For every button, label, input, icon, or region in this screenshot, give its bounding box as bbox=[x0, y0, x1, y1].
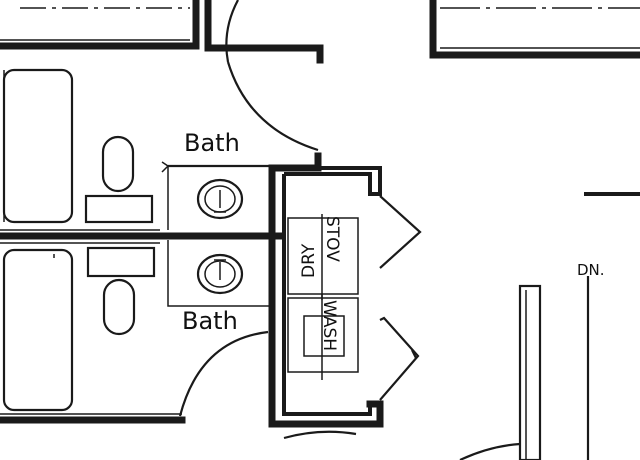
bath-upper-label: Bath bbox=[184, 129, 240, 157]
stair-rail bbox=[459, 192, 640, 460]
top-left-room-walls bbox=[0, 0, 200, 50]
upper-toilet bbox=[84, 135, 154, 224]
upper-bifold-door bbox=[379, 195, 422, 269]
lower-bathtub bbox=[2, 248, 74, 412]
upper-vanity bbox=[161, 161, 274, 230]
stair-down-label: DN. bbox=[577, 261, 605, 279]
lower-center-arc bbox=[283, 430, 357, 440]
dryer-label-bottom: STOV bbox=[322, 216, 342, 262]
top-right-room-walls bbox=[429, 0, 640, 59]
lower-toilet bbox=[86, 246, 156, 336]
dryer-label-top: DRY bbox=[299, 243, 319, 278]
washer-appliance bbox=[287, 294, 359, 380]
washer-label: WASH bbox=[319, 300, 339, 351]
dryer-appliance bbox=[287, 214, 359, 300]
lower-vanity bbox=[167, 240, 272, 307]
lower-bifold-door bbox=[379, 316, 420, 401]
upper-bathtub bbox=[2, 68, 74, 224]
upper-door-swing bbox=[225, 0, 319, 152]
lower-door-swing bbox=[178, 330, 269, 417]
central-bath-wall bbox=[0, 229, 286, 244]
lower-bath-bottom-wall bbox=[0, 413, 186, 424]
corridor-upper-wall bbox=[204, 0, 324, 64]
laundry-closet-walls bbox=[268, 152, 384, 428]
bath-lower-label: Bath bbox=[182, 307, 238, 335]
